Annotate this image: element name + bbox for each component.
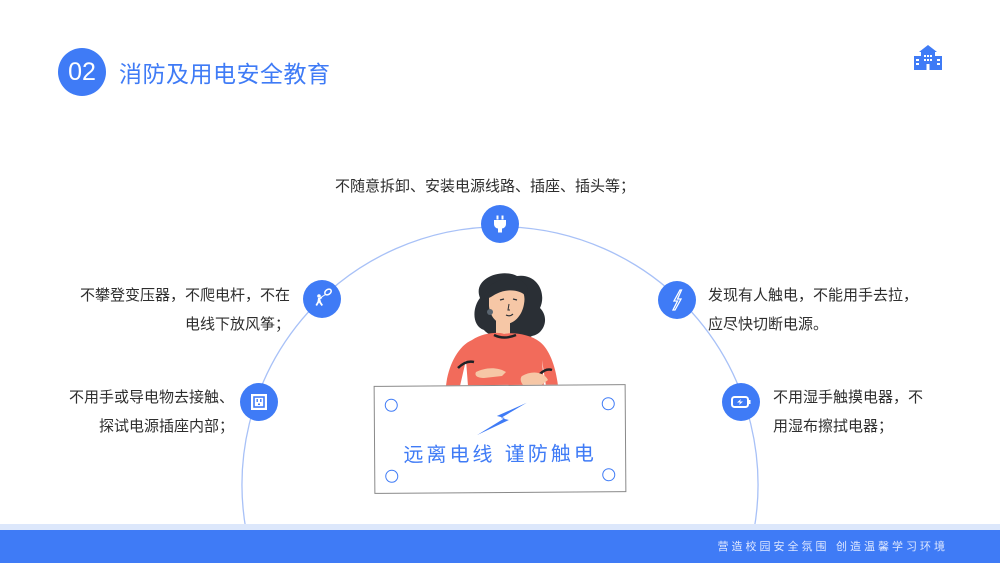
tip-text-upper-left: 不攀登变压器，不爬电杆，不在 电线下放风筝；: [80, 281, 290, 339]
tip-line: 应尽快切断电源。: [708, 315, 829, 333]
footer-bar: 营造校园安全氛围 创造温馨学习环境: [0, 530, 1000, 563]
tip-node-upper-right: [658, 281, 696, 319]
tip-node-top: [481, 205, 519, 243]
tip-node-upper-left: [303, 280, 341, 318]
slide-header: 02 消防及用电安全教育: [58, 48, 331, 96]
kite-runner-icon: [315, 288, 332, 306]
tip-text-upper-right: 发现有人触电，不能用手去拉， 应尽快切断电源。: [708, 281, 918, 339]
footer-slogan: 营造校园安全氛围 创造温馨学习环境: [717, 540, 948, 553]
tip-line: 用湿布擦拭电器；: [773, 417, 894, 435]
section-number-badge: 02: [58, 48, 106, 96]
battery-charge-icon: [731, 396, 751, 408]
screw-icon: [385, 469, 399, 483]
sign-text: 远离电线 谨防触电: [403, 441, 597, 467]
tip-line: 不用手或导电物去接触、: [68, 388, 234, 406]
warning-sign: 远离电线 谨防触电: [373, 384, 627, 494]
footer-accent-strip: [0, 524, 1000, 530]
page-title: 消防及用电安全教育: [119, 62, 331, 88]
tip-line: 不用湿手触摸电器，不: [773, 388, 924, 406]
screw-icon: [601, 397, 615, 411]
tip-text-top: 不随意拆卸、安装电源线路、插座、插头等；: [335, 177, 636, 195]
power-socket-icon: [251, 394, 267, 410]
tip-node-lower-left: [240, 383, 278, 421]
tip-line: 发现有人触电，不能用手去拉，: [708, 286, 919, 304]
tip-line: 电线下放风筝；: [184, 315, 290, 333]
tip-text-lower-left: 不用手或导电物去接触、 探试电源插座内部；: [69, 383, 234, 441]
lightning-bolt-icon: [476, 402, 527, 436]
tip-line: 不攀登变压器，不爬电杆，不在: [79, 286, 290, 304]
tip-text-lower-right: 不用湿手触摸电器，不 用湿布擦拭电器；: [773, 383, 923, 441]
lightning-icon: [671, 289, 683, 311]
screw-icon: [384, 398, 398, 412]
screw-icon: [602, 468, 616, 482]
person-illustration: [446, 273, 558, 386]
school-building-icon: [914, 45, 942, 70]
tip-node-lower-right: [722, 383, 760, 421]
plug-icon: [494, 215, 506, 233]
tip-line: 探试电源插座内部；: [98, 417, 234, 435]
